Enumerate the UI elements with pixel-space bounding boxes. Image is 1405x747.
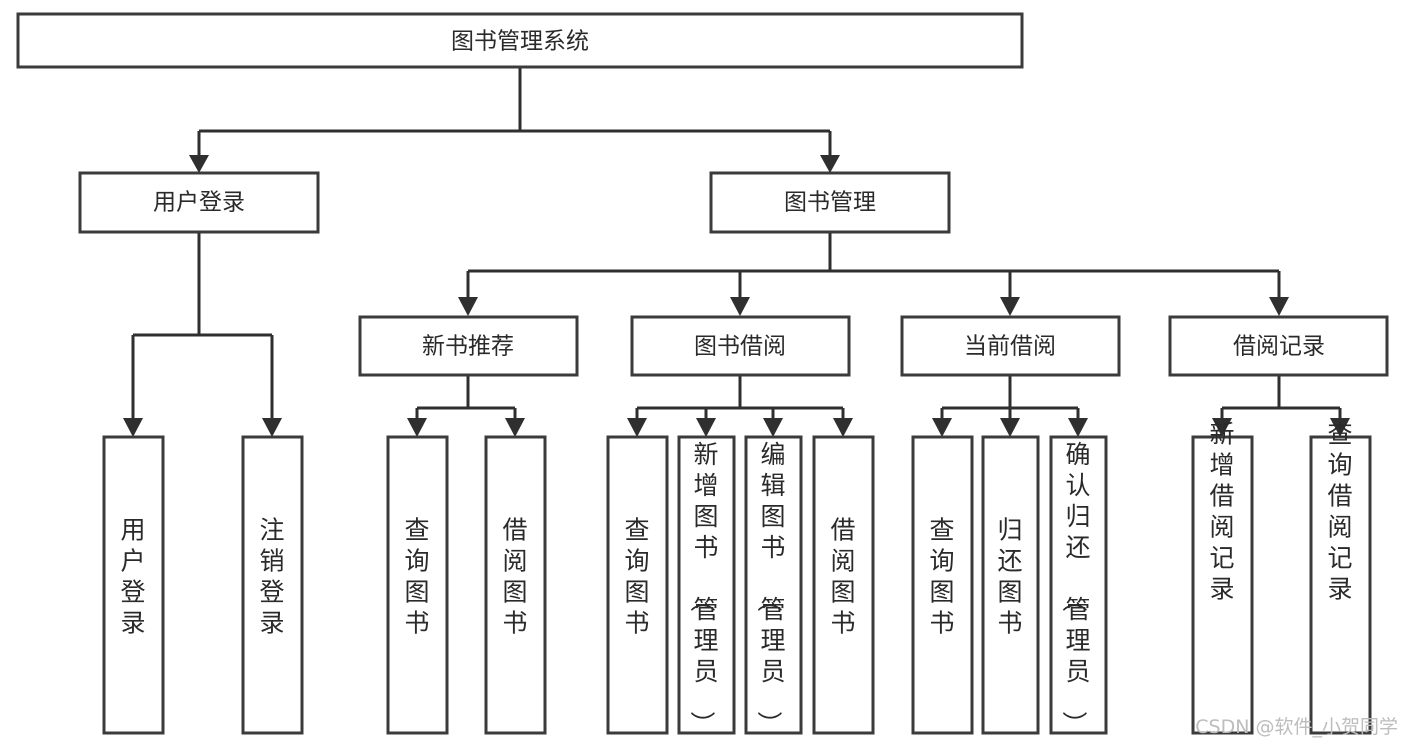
node-borrow-record-box[interactable] — [1168, 315, 1389, 377]
node-new-book-recommend[interactable]: 新书推荐 — [358, 315, 579, 377]
leaf-current-borrow-1-label: 查询图书 — [929, 516, 954, 638]
leaf-current-borrow-2-label: 归还图书 — [997, 516, 1022, 638]
arrow-bookmgmt-c2 — [730, 297, 750, 316]
leaf-user-login-2-label: 注销登录 — [259, 516, 284, 638]
leaf-user-login-1-label: 用户登录 — [120, 516, 145, 638]
arrow-bookmgmt-c1 — [458, 297, 478, 316]
node-book-borrow[interactable]: 图书借阅 — [630, 315, 851, 377]
node-book-borrow-box[interactable] — [630, 315, 851, 377]
leaf-current-borrow-1-box[interactable] — [911, 435, 974, 735]
leaf-borrow-record-2[interactable]: 查询借阅记录 — [1309, 420, 1372, 735]
node-book-borrow-label: 图书借阅 — [694, 334, 786, 360]
arrow-borrow-l3 — [763, 418, 783, 437]
leaf-new-book-2-box[interactable] — [484, 435, 547, 735]
node-root[interactable]: 图书管理系统 — [16, 12, 1024, 69]
leaf-user-login-2-box[interactable] — [241, 435, 304, 735]
node-current-borrow[interactable]: 当前借阅 — [900, 315, 1121, 377]
arrow-record-l2 — [1330, 418, 1350, 437]
leaf-new-book-1[interactable]: 查询图书 — [386, 435, 449, 735]
arrow-current-l3 — [1068, 418, 1088, 437]
leaf-current-borrow-2-box[interactable] — [981, 435, 1040, 735]
leaf-book-borrow-2-label: 新增图书（管理员） — [687, 440, 718, 736]
node-book-management-box[interactable] — [709, 171, 951, 234]
leaf-book-borrow-1-box[interactable] — [606, 435, 669, 735]
leaf-current-borrow-3-box[interactable] — [1049, 435, 1108, 735]
leaf-current-borrow-2[interactable]: 归还图书 — [981, 435, 1040, 735]
arrow-record-l1 — [1212, 418, 1232, 437]
node-user-login-box[interactable] — [78, 171, 320, 234]
leaf-book-borrow-4-box[interactable] — [812, 435, 875, 735]
arrow-newbook-l1 — [407, 418, 427, 437]
leaf-book-borrow-4-label: 借阅图书 — [830, 516, 855, 638]
leaf-borrow-record-1-box[interactable] — [1191, 435, 1254, 735]
connector-layer — [123, 67, 1350, 437]
arrow-userlogin-c2 — [262, 418, 282, 437]
arrow-borrow-l4 — [833, 418, 853, 437]
csdn-watermark: CSDN @软件_小贺同学 — [1195, 716, 1398, 738]
arrow-borrow-l1 — [627, 418, 647, 437]
node-new-book-recommend-label: 新书推荐 — [422, 334, 514, 360]
leaf-book-borrow-3[interactable]: 编辑图书（管理员） — [744, 435, 803, 736]
node-current-borrow-label: 当前借阅 — [964, 334, 1056, 360]
leaf-borrow-record-1-label: 新增借阅记录 — [1209, 420, 1234, 604]
arrow-borrow-l2 — [696, 418, 716, 437]
leaf-book-borrow-1-label: 查询图书 — [624, 516, 649, 638]
leaf-user-login-1[interactable]: 用户登录 — [102, 435, 165, 735]
node-user-login[interactable]: 用户登录 — [78, 171, 320, 234]
leaf-current-borrow-3-label: 确认归还（管理员） — [1059, 440, 1090, 736]
arrow-newbook-l2 — [505, 418, 525, 437]
node-root-box[interactable] — [16, 12, 1024, 69]
leaf-book-borrow-2[interactable]: 新增图书（管理员） — [677, 435, 736, 736]
leaf-current-borrow-1[interactable]: 查询图书 — [911, 435, 974, 735]
arrow-current-l2 — [1000, 418, 1020, 437]
leaf-borrow-record-1[interactable]: 新增借阅记录 — [1191, 420, 1254, 735]
node-user-login-label: 用户登录 — [153, 190, 245, 216]
node-book-management-label: 图书管理 — [784, 190, 876, 216]
leaf-book-borrow-1[interactable]: 查询图书 — [606, 435, 669, 735]
arrow-root-to-bookmgmt — [820, 155, 840, 173]
node-current-borrow-box[interactable] — [900, 315, 1121, 377]
leaf-user-login-1-box[interactable] — [102, 435, 165, 735]
arrow-bookmgmt-c4 — [1269, 297, 1289, 316]
arrow-current-l1 — [932, 418, 952, 437]
leaf-new-book-1-label: 查询图书 — [404, 516, 429, 638]
leaf-borrow-record-2-label: 查询借阅记录 — [1327, 420, 1352, 604]
leaf-current-borrow-3[interactable]: 确认归还（管理员） — [1049, 435, 1108, 736]
arrow-userlogin-c1 — [123, 418, 143, 437]
leaf-book-borrow-2-box[interactable] — [677, 435, 736, 735]
node-book-management[interactable]: 图书管理 — [709, 171, 951, 234]
leaf-user-login-2[interactable]: 注销登录 — [241, 435, 304, 735]
arrow-bookmgmt-c3 — [1000, 297, 1020, 316]
node-borrow-record-label: 借阅记录 — [1233, 334, 1325, 360]
leaf-book-borrow-3-box[interactable] — [744, 435, 803, 735]
leaf-book-borrow-4[interactable]: 借阅图书 — [812, 435, 875, 735]
node-new-book-recommend-box[interactable] — [358, 315, 579, 377]
leaf-new-book-1-box[interactable] — [386, 435, 449, 735]
leaf-book-borrow-3-label: 编辑图书（管理员） — [754, 440, 785, 736]
leaf-new-book-2-label: 借阅图书 — [502, 516, 527, 638]
node-borrow-record[interactable]: 借阅记录 — [1168, 315, 1389, 377]
node-root-label: 图书管理系统 — [451, 29, 589, 55]
leaf-new-book-2[interactable]: 借阅图书 — [484, 435, 547, 735]
arrow-root-to-userlogin — [189, 155, 209, 173]
leaf-borrow-record-2-box[interactable] — [1309, 435, 1372, 735]
